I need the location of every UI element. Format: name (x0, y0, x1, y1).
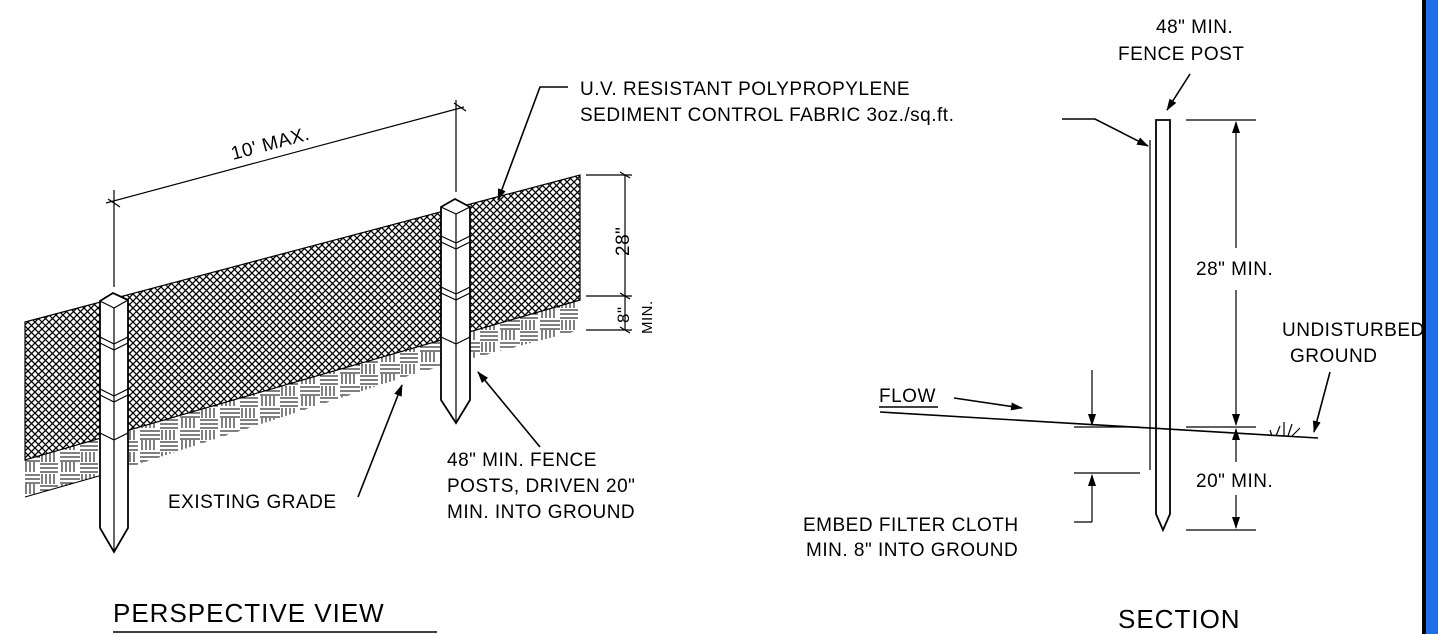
section-ground-line (879, 411, 1319, 439)
fence-post-left (99, 291, 129, 554)
posts-leader (477, 371, 541, 448)
section-view: 28" MIN. 20" MIN. EMBED FILTER CLOTH MIN… (803, 17, 1425, 634)
perspective-view-title: PERSPECTIVE VIEW (113, 598, 385, 628)
grade-label: EXISTING GRADE (168, 492, 337, 513)
flow-label: FLOW (879, 386, 936, 407)
section-post-leader (1166, 73, 1191, 111)
section-fence-post (1155, 119, 1171, 533)
ground-label-line1: UNDISTURBED (1282, 320, 1425, 341)
section-post-label-line2: FENCE POST (1118, 44, 1244, 65)
fabric-leader (497, 86, 568, 201)
height-dimension-label: 28" (613, 227, 634, 256)
grade-leader (357, 384, 403, 498)
ground-label-line2: GROUND (1290, 346, 1377, 367)
section-post-label-line1: 48" MIN. (1156, 17, 1233, 38)
embed-dimension-min-label: MIN. (639, 300, 656, 334)
embed-dimension-label: 8" (614, 307, 633, 324)
fence-post-right (440, 197, 471, 425)
fabric-label-line2: SEDIMENT CONTROL FABRIC 3oz./sq.ft. (580, 105, 954, 126)
embed-label-line1: EMBED FILTER CLOTH (803, 515, 1019, 536)
spacing-dimension-line (105, 106, 465, 204)
section-fabric-leader (1062, 118, 1149, 147)
posts-label-line1: 48" MIN. FENCE (447, 450, 597, 471)
right-border-inner (1422, 0, 1426, 634)
section-dim-below-label: 20" MIN. (1196, 471, 1273, 492)
grass-tuft (1269, 422, 1301, 437)
posts-label-line2: POSTS, DRIVEN 20" (447, 476, 635, 497)
section-dim-above-label: 28" MIN. (1196, 259, 1273, 280)
fabric-label-line1: U.V. RESISTANT POLYPROPYLENE (580, 79, 910, 100)
section-view-title: SECTION (1118, 604, 1241, 634)
posts-label-line3: MIN. INTO GROUND (447, 502, 635, 523)
ground-leader (1312, 371, 1331, 433)
embed-label-line2: MIN. 8" INTO GROUND (806, 540, 1018, 561)
height-dimension-line (586, 174, 632, 331)
perspective-view: 10' MAX. 28" 8" MIN. U.V. RESISTANT POLY… (24, 79, 954, 633)
flow-arrow (953, 397, 1023, 411)
